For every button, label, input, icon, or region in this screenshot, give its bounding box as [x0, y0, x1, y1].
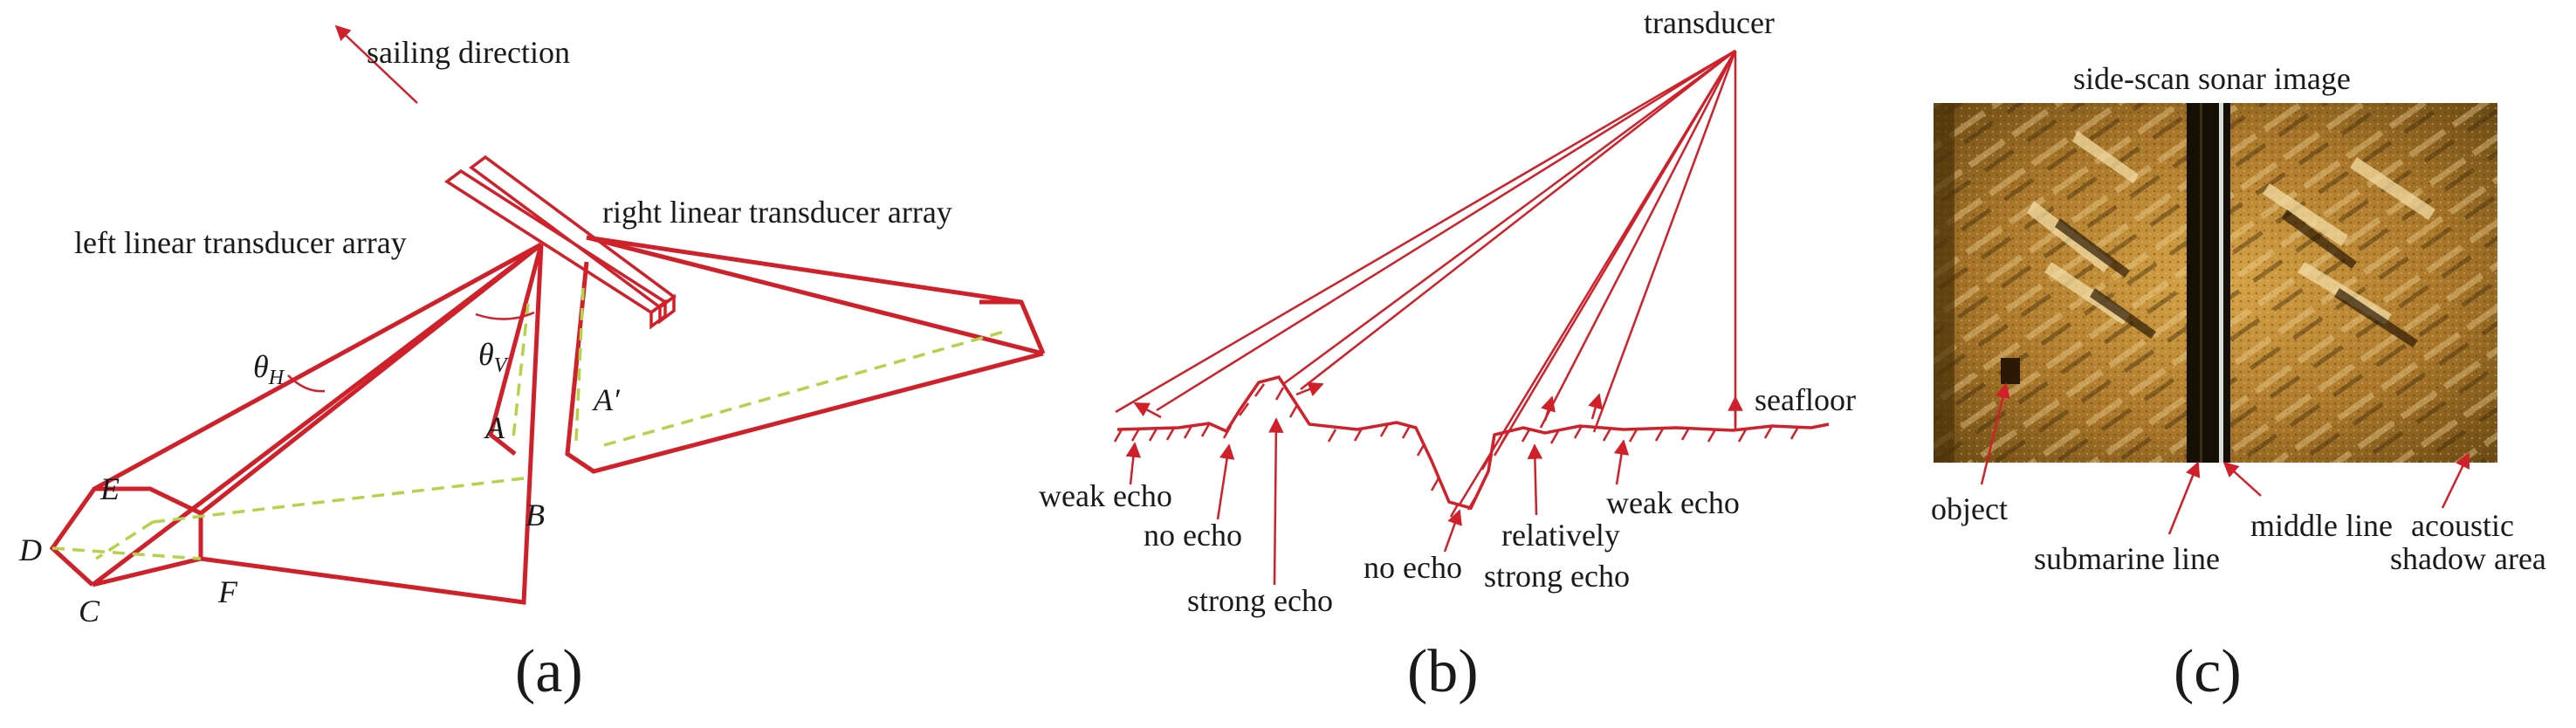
right-beam: [565, 235, 1046, 474]
left-beam-dashed: [52, 303, 530, 560]
echo-arrows: [1133, 381, 1743, 426]
right-beam-dashed: [574, 287, 1005, 447]
no-echo-mid-label: no echo: [1364, 550, 1462, 585]
point-e-label: E: [100, 471, 120, 506]
sailing-direction-label: sailing direction: [367, 35, 570, 70]
point-b-label: B: [526, 498, 545, 532]
seafloor-profile: [1116, 374, 1830, 511]
theta-v-arc: [475, 311, 535, 320]
sonar-image: [1934, 103, 2497, 463]
caption-c: (c): [2174, 638, 2242, 705]
left-array-label: left linear transducer array: [74, 225, 407, 260]
caption-b: (b): [1407, 638, 1479, 705]
acoustic-label-1: acoustic: [2411, 508, 2514, 543]
object-label: object: [1931, 491, 2008, 526]
panel-a: sailing direction: [18, 24, 1046, 705]
seafloor-label: seafloor: [1755, 382, 1856, 417]
sonar-rays: [1115, 49, 1737, 505]
sonar-label-arrows: [1980, 382, 2470, 535]
transducer-bars: [443, 155, 677, 330]
theta-h-label: θH: [253, 349, 285, 389]
panel-c: side-scan sonar image: [1931, 61, 2546, 705]
point-a-prime-label: A′: [592, 382, 621, 417]
left-beam: [49, 242, 544, 605]
sailing-direction-arrow: [334, 24, 418, 104]
acoustic-label-2: shadow area: [2390, 541, 2546, 576]
strong-echo-label: strong echo: [1187, 583, 1333, 618]
point-c-label: C: [79, 594, 100, 628]
relatively-strong-echo-label-2: strong echo: [1484, 559, 1630, 594]
theta-h-arc: [287, 374, 326, 393]
weak-echo-left-label: weak echo: [1039, 478, 1172, 513]
point-d-label: D: [18, 532, 42, 567]
caption-a: (a): [515, 638, 583, 705]
weak-echo-right-label: weak echo: [1606, 485, 1740, 520]
submarine-line-label: submarine line: [2034, 541, 2220, 576]
panel-b: transducer: [1039, 5, 1856, 705]
point-f-label: F: [217, 574, 238, 609]
point-a-label: A: [484, 410, 505, 445]
relatively-strong-echo-label-1: relatively: [1501, 518, 1620, 553]
theta-v-label: θV: [478, 337, 509, 377]
right-array-label: right linear transducer array: [602, 195, 952, 230]
sonar-image-title: side-scan sonar image: [2073, 61, 2351, 96]
transducer-label: transducer: [1644, 5, 1775, 40]
no-echo-left-label: no echo: [1144, 518, 1242, 553]
middle-line-label: middle line: [2250, 508, 2393, 543]
label-arrows: [1125, 417, 1630, 586]
